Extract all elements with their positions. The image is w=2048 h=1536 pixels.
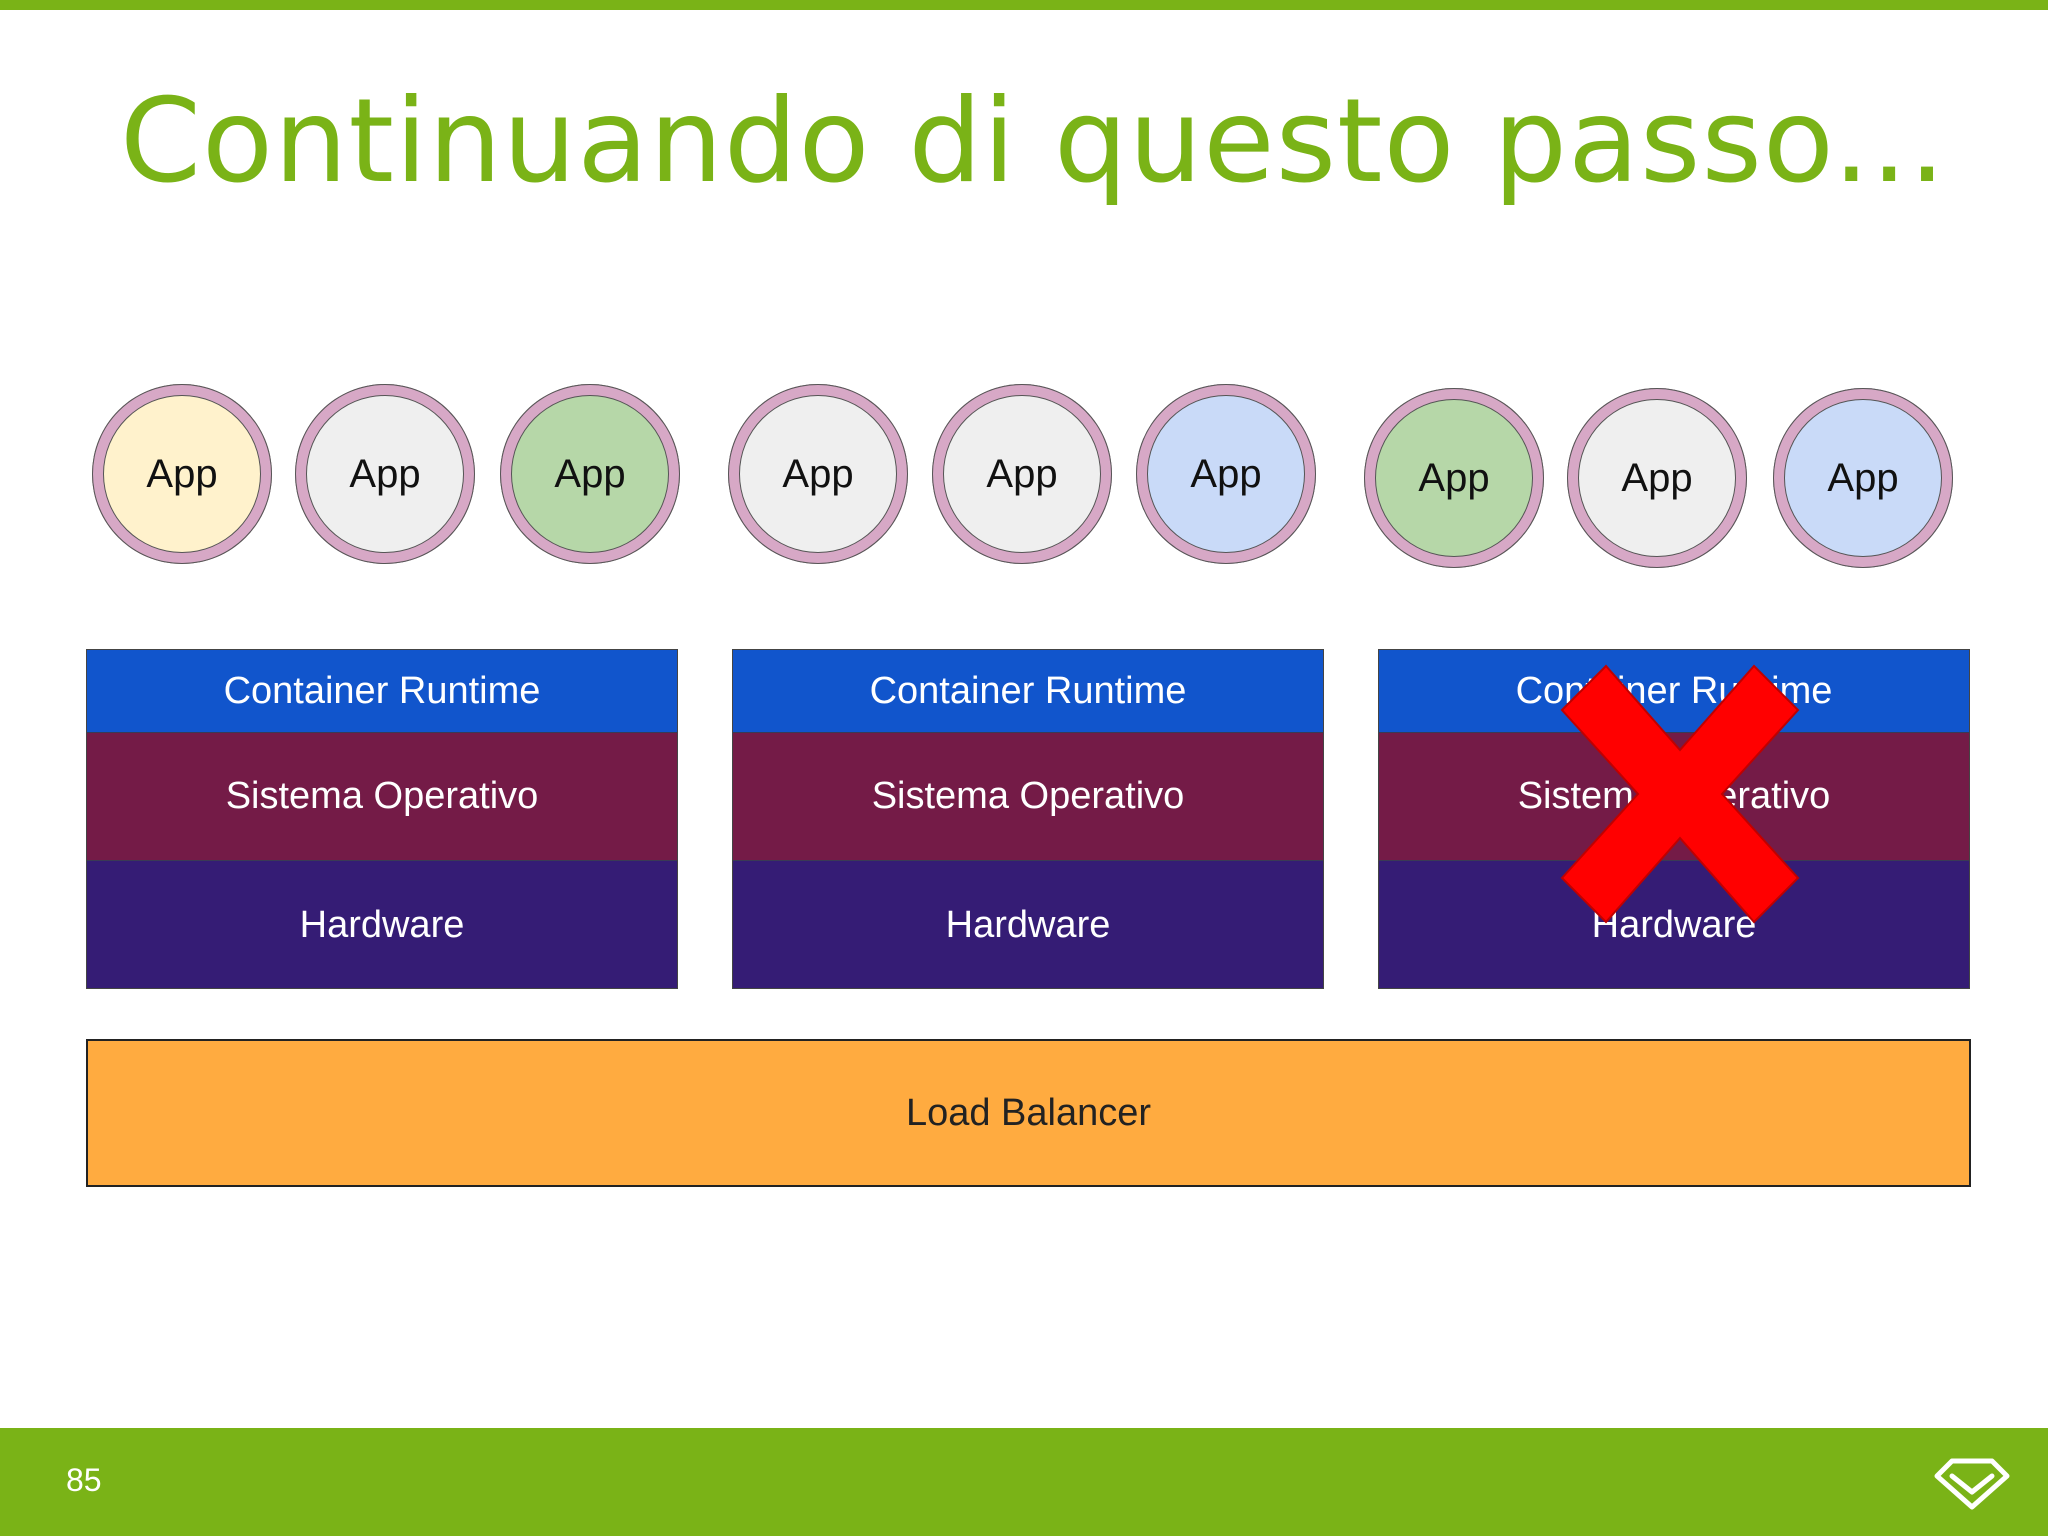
page-number: 85 bbox=[66, 1462, 102, 1498]
load-balancer: Load Balancer bbox=[86, 1039, 1971, 1187]
app-circle: App bbox=[500, 384, 680, 564]
server-stack-1: Container Runtime Sistema Operativo Hard… bbox=[86, 649, 678, 989]
app-circle: App bbox=[1364, 388, 1544, 568]
app-circle: App bbox=[1567, 388, 1747, 568]
app-label: App bbox=[349, 451, 421, 496]
app-circle: App bbox=[295, 384, 475, 564]
operating-system-layer: Sistema Operativo bbox=[733, 733, 1323, 861]
server-stack-2: Container Runtime Sistema Operativo Hard… bbox=[732, 649, 1324, 989]
app-label: App bbox=[986, 451, 1058, 496]
hardware-layer: Hardware bbox=[1379, 861, 1969, 988]
container-runtime-layer: Container Runtime bbox=[733, 650, 1323, 733]
app-label: App bbox=[782, 451, 854, 496]
app-circle: App bbox=[1136, 384, 1316, 564]
app-circle: App bbox=[92, 384, 272, 564]
app-label: App bbox=[1827, 455, 1899, 500]
top-accent-bar bbox=[0, 0, 2048, 10]
red-x-icon bbox=[1560, 664, 1800, 924]
app-label: App bbox=[1190, 451, 1262, 496]
app-circle: App bbox=[1773, 388, 1953, 568]
footer-bar bbox=[0, 1428, 2048, 1536]
load-balancer-label: Load Balancer bbox=[905, 1091, 1152, 1134]
app-label: App bbox=[146, 451, 218, 496]
app-circle: App bbox=[728, 384, 908, 564]
app-circle: App bbox=[932, 384, 1112, 564]
operating-system-layer: Sistema Operativo bbox=[87, 733, 677, 861]
container-runtime-layer: Container Runtime bbox=[87, 650, 677, 733]
app-label: App bbox=[1621, 455, 1693, 500]
app-label: App bbox=[1418, 455, 1490, 500]
app-label: App bbox=[554, 451, 626, 496]
hardware-layer: Hardware bbox=[733, 861, 1323, 988]
slide-title: Continuando di questo passo... bbox=[120, 74, 1947, 209]
hardware-layer: Hardware bbox=[87, 861, 677, 988]
diamond-logo-icon bbox=[1934, 1458, 2010, 1510]
